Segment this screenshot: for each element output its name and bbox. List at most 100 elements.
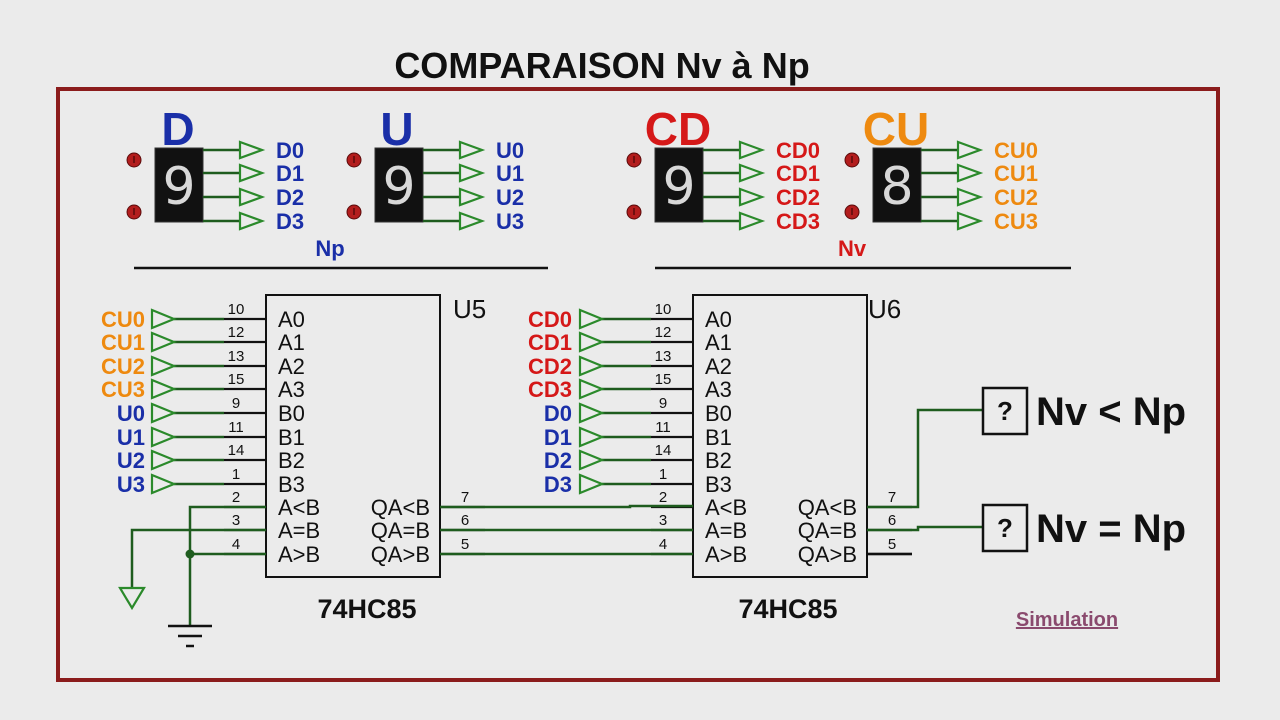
input-port-arrow-icon <box>578 426 605 448</box>
pin-number: 6 <box>461 512 469 529</box>
input-port-arrow-icon <box>150 473 177 495</box>
input-port-arrow-icon <box>150 308 177 330</box>
pin-number: 2 <box>659 489 667 506</box>
chip-part-number: 74HC85 <box>738 594 837 624</box>
seven-seg-display <box>654 147 704 223</box>
pin-name: A>B <box>705 542 747 567</box>
pin-number: 1 <box>232 466 240 483</box>
input-port-arrow-icon <box>578 355 605 377</box>
output-signal-label: CD0 <box>776 138 820 163</box>
pin-name: A1 <box>705 330 732 355</box>
u5-aeb-wire <box>130 528 266 588</box>
output-port-arrow-icon <box>738 163 766 183</box>
seven-seg-display <box>154 147 204 223</box>
input-signal-label: U2 <box>117 448 145 473</box>
output-port-arrow-icon <box>238 211 266 231</box>
input-port-arrow-icon <box>578 449 605 471</box>
output-port-arrow-icon <box>738 211 766 231</box>
output-signal-label: U0 <box>496 138 524 163</box>
input-port-arrow-icon <box>150 426 177 448</box>
display-section: D9D0D1D2D3U9U0U1U2U3CD9CD0CD1CD2CD3CU8CU… <box>126 103 1038 234</box>
pin-name: B3 <box>278 472 305 497</box>
display-letter: CU <box>863 103 929 155</box>
display-digit: 9 <box>662 157 695 217</box>
pin-number: 13 <box>228 348 245 365</box>
output-port-arrow-icon <box>458 187 486 207</box>
seven-seg-display <box>872 147 922 223</box>
pin-number: 7 <box>461 489 469 506</box>
ground-icon <box>168 624 212 648</box>
output-signal-label: D3 <box>276 209 304 234</box>
probe-eq-wire <box>867 525 983 532</box>
pin-number: 3 <box>659 512 667 529</box>
output-signal-label: CU2 <box>994 185 1038 210</box>
input-signal-label: D1 <box>544 425 572 450</box>
pin-name: A<B <box>705 495 747 520</box>
input-signal-label: CD2 <box>528 354 572 379</box>
u5-alb-tie-wire <box>188 505 266 626</box>
pin-number: 12 <box>228 324 245 341</box>
output-port-arrow-icon <box>458 140 486 160</box>
comparator-chip-u6: U674HC85A010CD0A112CD1A213CD2A315CD3B09D… <box>528 294 912 624</box>
pin-name: QA<B <box>371 495 430 520</box>
output-port-arrow-icon <box>238 140 266 160</box>
np-group-label: Np <box>315 236 344 261</box>
pin-number: 14 <box>228 442 245 459</box>
output-signal-label: D1 <box>276 161 304 186</box>
pin-number: 1 <box>659 466 667 483</box>
pin-number: 2 <box>232 489 240 506</box>
output-port-arrow-icon <box>458 211 486 231</box>
pin-name: A<B <box>278 495 320 520</box>
pin-name: A2 <box>278 354 305 379</box>
junction-dot <box>185 549 195 559</box>
input-signal-label: CU2 <box>101 354 145 379</box>
chip-body <box>692 294 868 578</box>
pin-number: 9 <box>232 395 240 412</box>
pin-number: 13 <box>655 348 672 365</box>
pin-name: QA<B <box>798 495 857 520</box>
pin-name: A=B <box>278 518 320 543</box>
input-port-arrow-icon <box>578 331 605 353</box>
display-digit: 9 <box>382 157 415 217</box>
display-letter: U <box>380 103 413 155</box>
chip-part-number: 74HC85 <box>317 594 416 624</box>
pin-number: 14 <box>655 442 672 459</box>
output-port-arrow-icon <box>956 187 984 207</box>
input-port-arrow-icon <box>150 449 177 471</box>
input-port-arrow-icon <box>578 473 605 495</box>
probe-label-lt: Nv < Np <box>1036 390 1186 434</box>
input-signal-label: CD3 <box>528 377 572 402</box>
input-signal-label: CU1 <box>101 330 145 355</box>
input-signal-label: CD1 <box>528 330 572 355</box>
chip-ref: U5 <box>453 294 486 324</box>
output-port-arrow-icon <box>238 163 266 183</box>
display-letter: D <box>161 103 194 155</box>
input-signal-label: CU3 <box>101 377 145 402</box>
pin-name: A>B <box>278 542 320 567</box>
output-port-arrow-icon <box>738 187 766 207</box>
output-port-arrow-icon <box>238 187 266 207</box>
logic-probe-eq[interactable]: ? Nv = Np <box>981 503 1186 553</box>
output-signal-label: U3 <box>496 209 524 234</box>
sheet-frame <box>56 87 1220 682</box>
comparator-chip-u5: U574HC85A010CU0A112CU1A213CU2A315CU3B09U… <box>101 294 486 624</box>
display-digit: 8 <box>880 157 913 217</box>
simulation-link[interactable]: Simulation <box>1016 609 1118 631</box>
logic-probe-lt[interactable]: ? Nv < Np <box>981 386 1186 436</box>
pin-name: QA>B <box>371 542 430 567</box>
input-port-arrow-icon <box>578 378 605 400</box>
output-port-arrow-icon <box>738 140 766 160</box>
input-signal-label: CU0 <box>101 307 145 332</box>
input-signal-label: D3 <box>544 472 572 497</box>
pin-number: 11 <box>655 419 671 436</box>
cascade-wire-lt <box>440 504 693 509</box>
pin-number: 10 <box>228 301 245 318</box>
pin-name: B1 <box>278 425 305 450</box>
pin-name: A1 <box>278 330 305 355</box>
pin-number: 6 <box>888 512 896 529</box>
pin-number: 12 <box>655 324 672 341</box>
input-port-arrow-icon <box>578 308 605 330</box>
